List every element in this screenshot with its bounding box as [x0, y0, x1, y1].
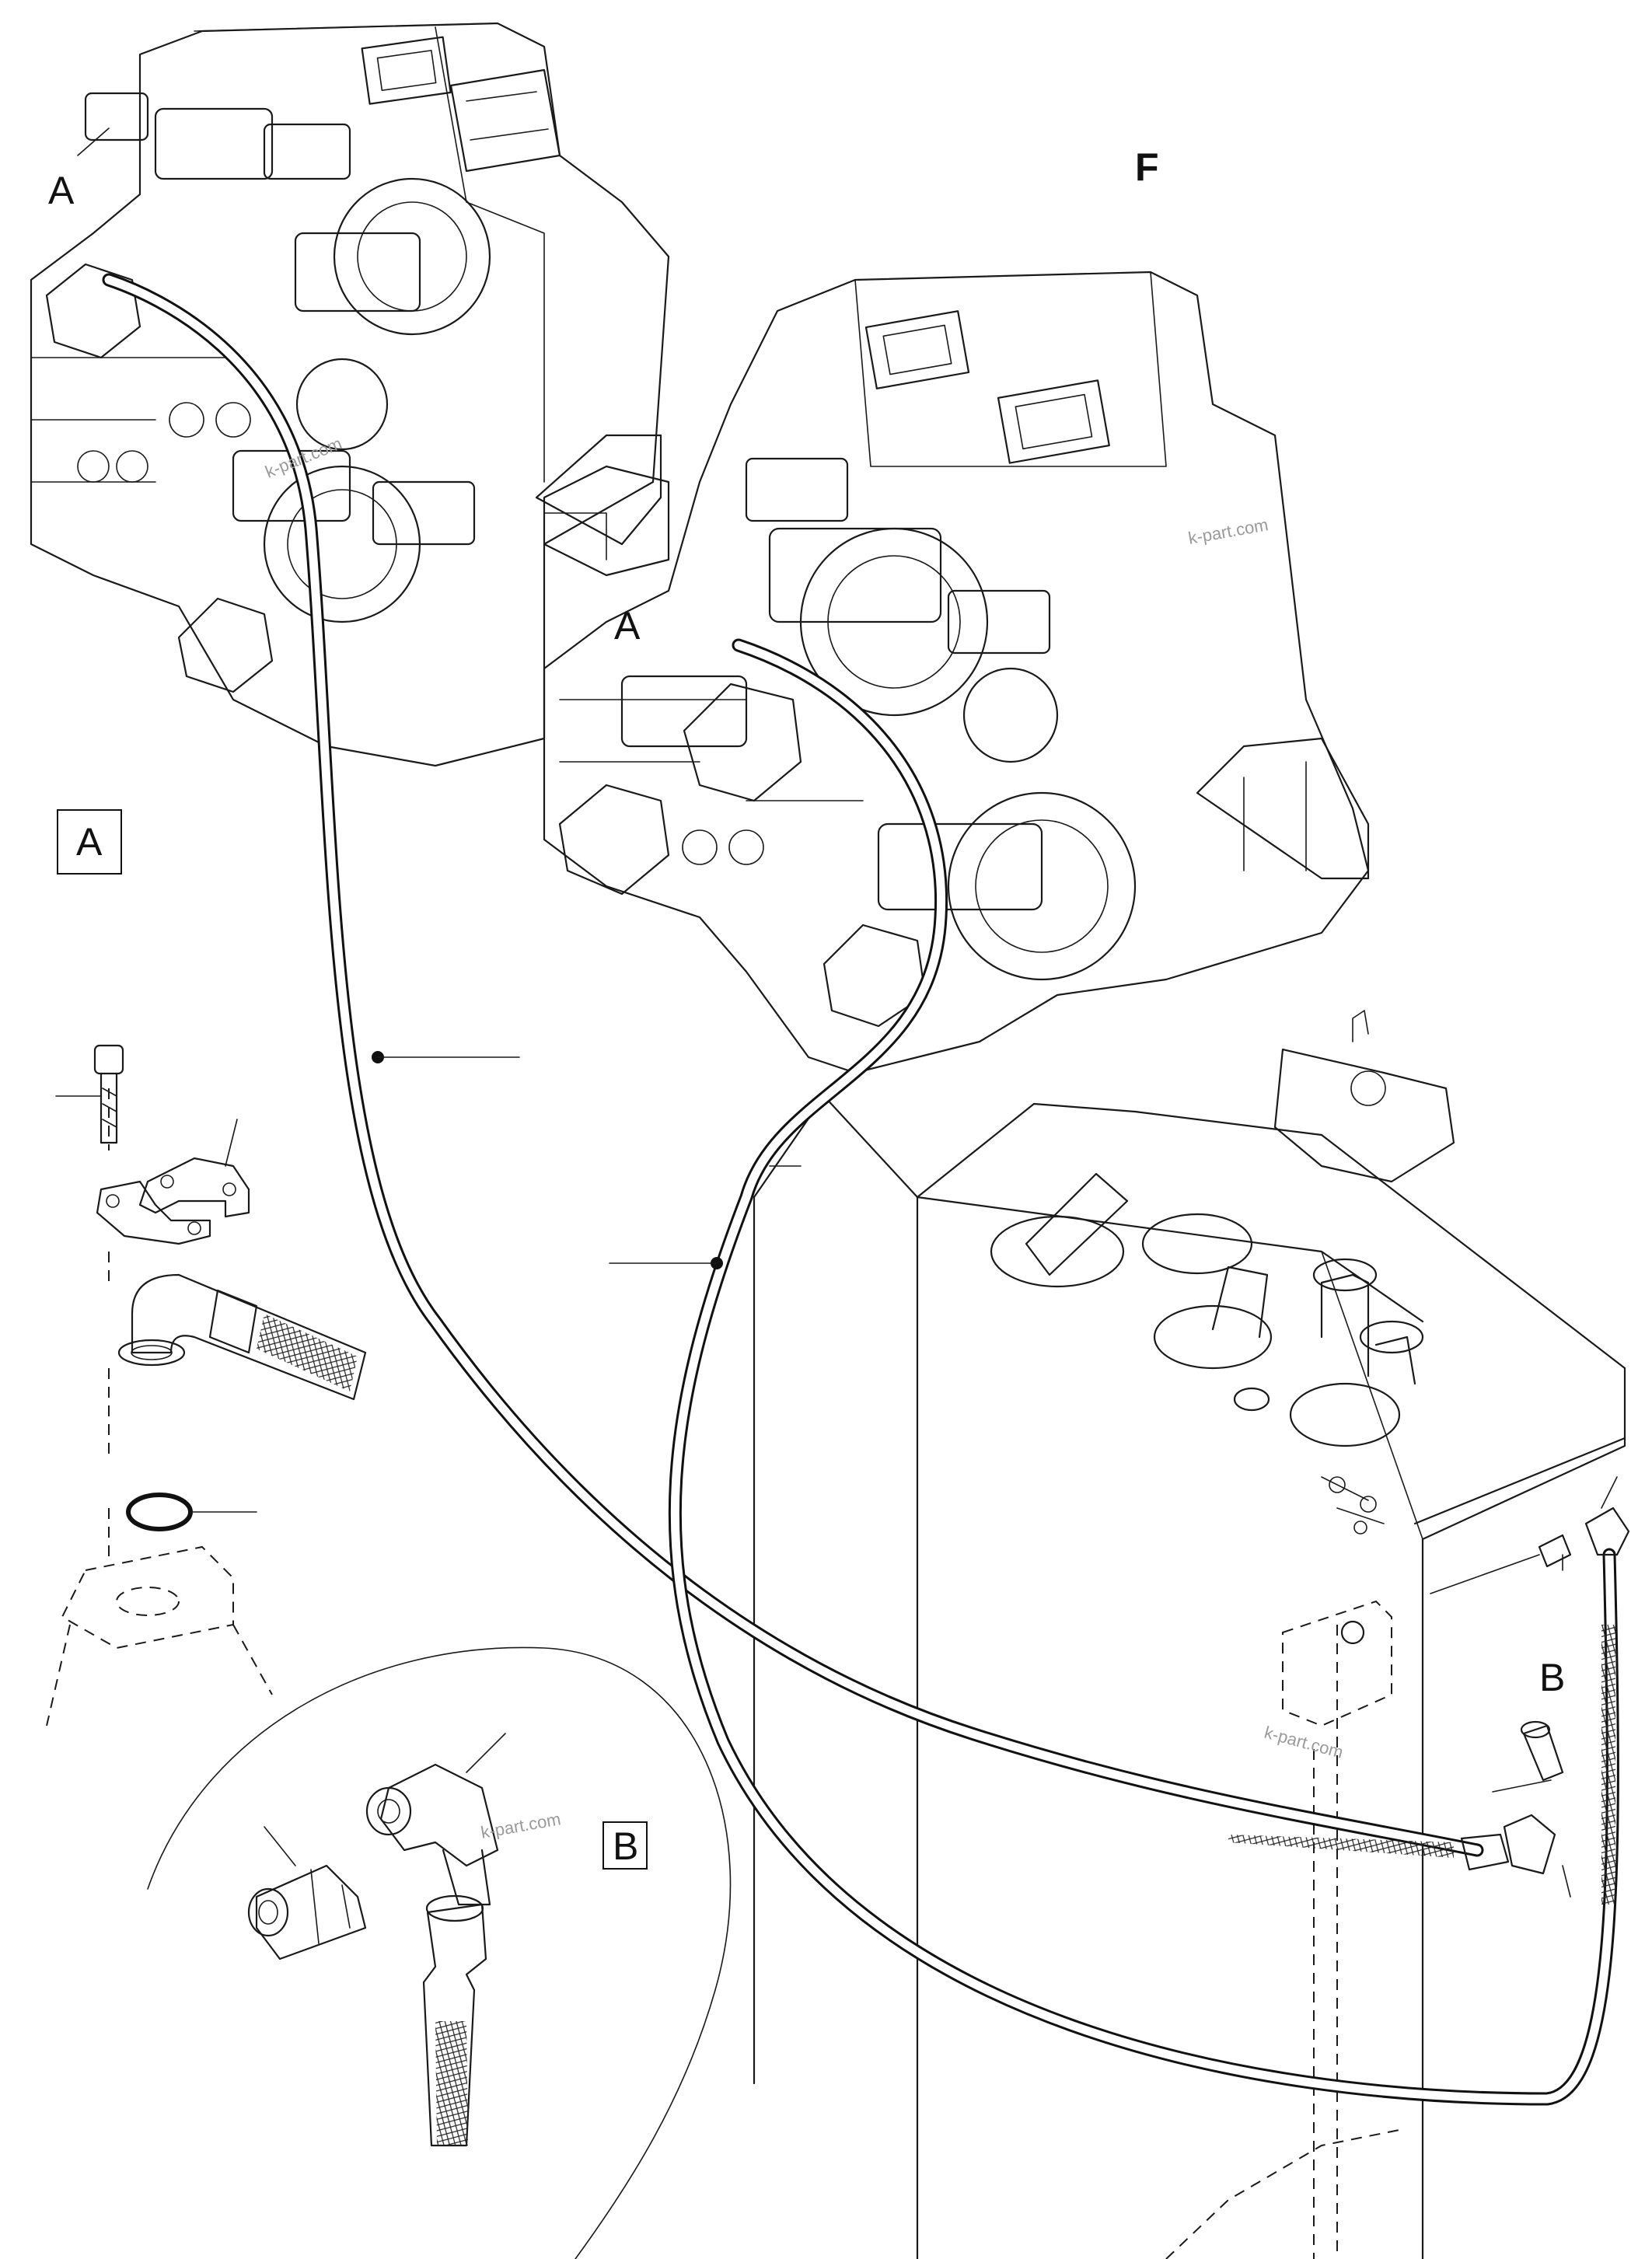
hydraulic-tank [753, 1010, 1626, 2259]
hose-long-reinforcement [1228, 1835, 1454, 1858]
detail-a-label-box [57, 809, 122, 875]
callout-a-top-left: A [48, 169, 75, 212]
hose-short-reinforcement [1601, 1625, 1615, 1905]
watermark: k-part.com [1263, 1723, 1346, 1762]
callout-b-box: B [613, 1824, 638, 1868]
watermark: k-part.com [1187, 515, 1270, 548]
detail-b-magnifier [147, 1646, 732, 2259]
transmission-center [543, 271, 1370, 1074]
callout-b-tank: B [1539, 1656, 1565, 1699]
hose-long [102, 273, 1484, 1857]
elbow-fitting [379, 1763, 499, 1867]
hose-end-fittings [1430, 1476, 1630, 1898]
watermark: k-part.com [480, 1809, 563, 1842]
clamp-half-upper [138, 1157, 250, 1218]
hose-short [668, 638, 1619, 2106]
exploded-parts-detail-a [46, 1044, 367, 1727]
clamp-half-lower [96, 1180, 211, 1245]
bolt-shank [100, 1072, 118, 1144]
hose-elbow-flange [131, 1273, 367, 1401]
orientation-mark: F [1135, 145, 1159, 189]
transmission-upper-left [30, 22, 670, 767]
callout-a-box: A [76, 820, 103, 864]
hose-end-b [422, 1903, 487, 2147]
bolt-head [93, 1044, 124, 1075]
callout-a-center: A [614, 604, 641, 648]
detail-b-label-box [602, 1821, 648, 1870]
nipple-fitting [255, 1864, 367, 1960]
o-ring [126, 1493, 193, 1531]
